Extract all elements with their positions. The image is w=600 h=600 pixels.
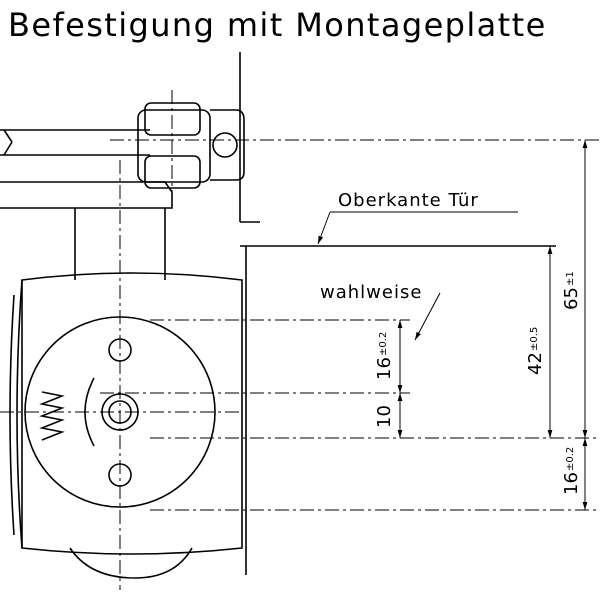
drawing-title: Befestigung mit Montageplatte <box>8 6 547 44</box>
leader-lines <box>317 211 518 341</box>
dim-16-bottom-tol: ±0.2 <box>565 447 576 471</box>
dim-16-bottom: 16 ±0.2 <box>561 447 582 495</box>
wall <box>239 52 260 223</box>
dim-65-value: 65 <box>561 287 582 310</box>
dim-16-top-value: 16 <box>374 357 395 380</box>
dim-10-value: 10 <box>374 405 395 428</box>
dim-42-value: 42 <box>525 352 546 375</box>
dim-42: 42 ±0.5 <box>525 327 546 375</box>
dim-16-bottom-value: 16 <box>561 472 582 495</box>
dim-42-tol: ±0.5 <box>529 327 540 351</box>
dim-10: 10 <box>374 405 395 428</box>
oberkante-label: Oberkante Tür <box>338 190 479 211</box>
dimension-lines <box>397 140 588 510</box>
closer-body <box>9 272 243 579</box>
hinge-bracket <box>137 102 245 189</box>
centerlines <box>0 90 600 590</box>
dim-65-tol: ±1 <box>565 271 576 286</box>
arm-rail <box>0 129 173 209</box>
door-edge <box>240 245 556 575</box>
dim-65: 65 ±1 <box>561 271 582 310</box>
wahlweise-label: wahlweise <box>320 282 422 303</box>
dim-16-top: 16 ±0.2 <box>374 332 395 380</box>
column <box>74 208 166 280</box>
dim-16-top-tol: ±0.2 <box>378 332 389 356</box>
